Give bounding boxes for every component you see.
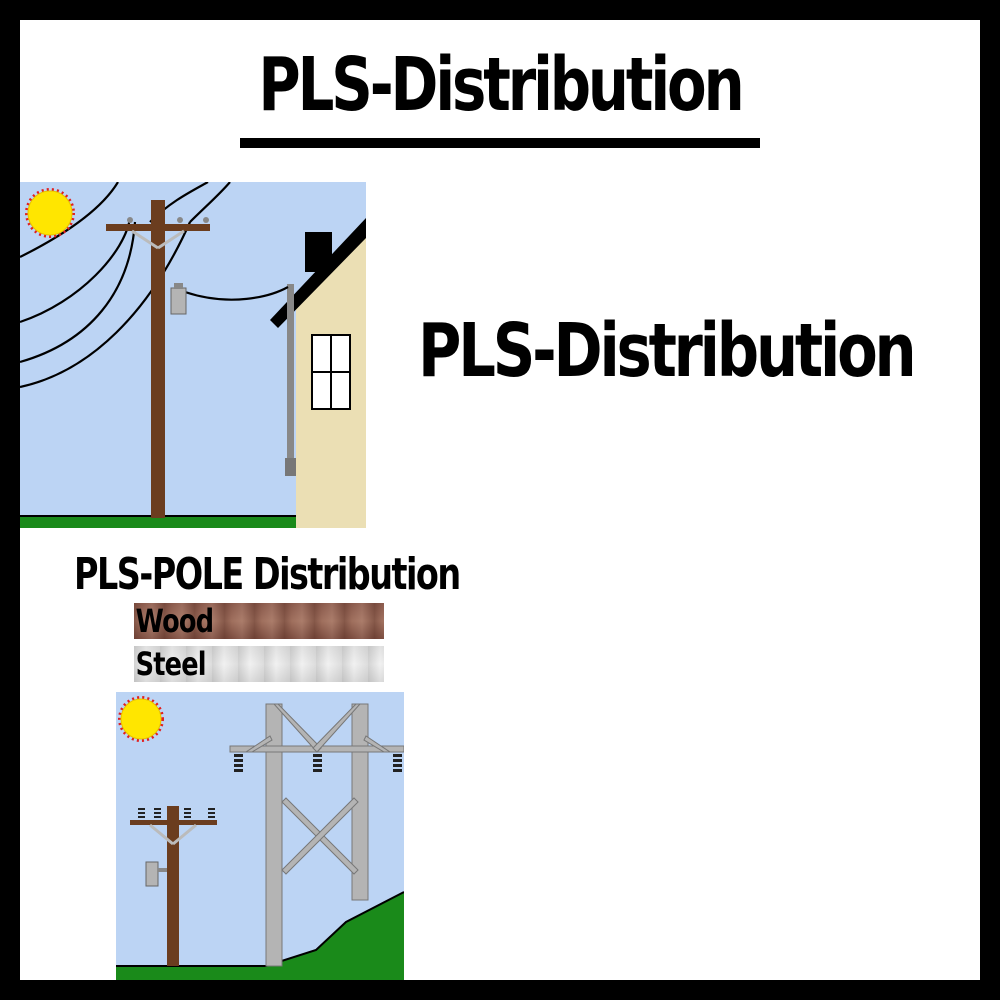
- sun-icon: [25, 188, 75, 238]
- transformer-icon: [170, 283, 187, 315]
- material-steel-option[interactable]: Steel: [134, 646, 384, 682]
- pole-scene-image: [116, 692, 404, 980]
- material-wood-label: Wood: [135, 603, 214, 639]
- transformer-icon: [145, 861, 167, 887]
- house-icon: [270, 218, 366, 528]
- sun-icon: [118, 696, 164, 742]
- distribution-label: PLS-Distribution: [418, 308, 917, 394]
- material-steel-label: Steel: [135, 646, 207, 682]
- title-underline: [240, 138, 760, 148]
- pole-section-title: PLS-POLE Distribution: [74, 549, 461, 600]
- distribution-scene-image: [20, 182, 366, 528]
- page-title: PLS-Distribution: [258, 42, 744, 128]
- utility-pole-icon: [130, 806, 217, 966]
- utility-pole-icon: [106, 200, 210, 518]
- material-wood-option[interactable]: Wood: [134, 603, 384, 639]
- transmission-tower-icon: [229, 703, 404, 967]
